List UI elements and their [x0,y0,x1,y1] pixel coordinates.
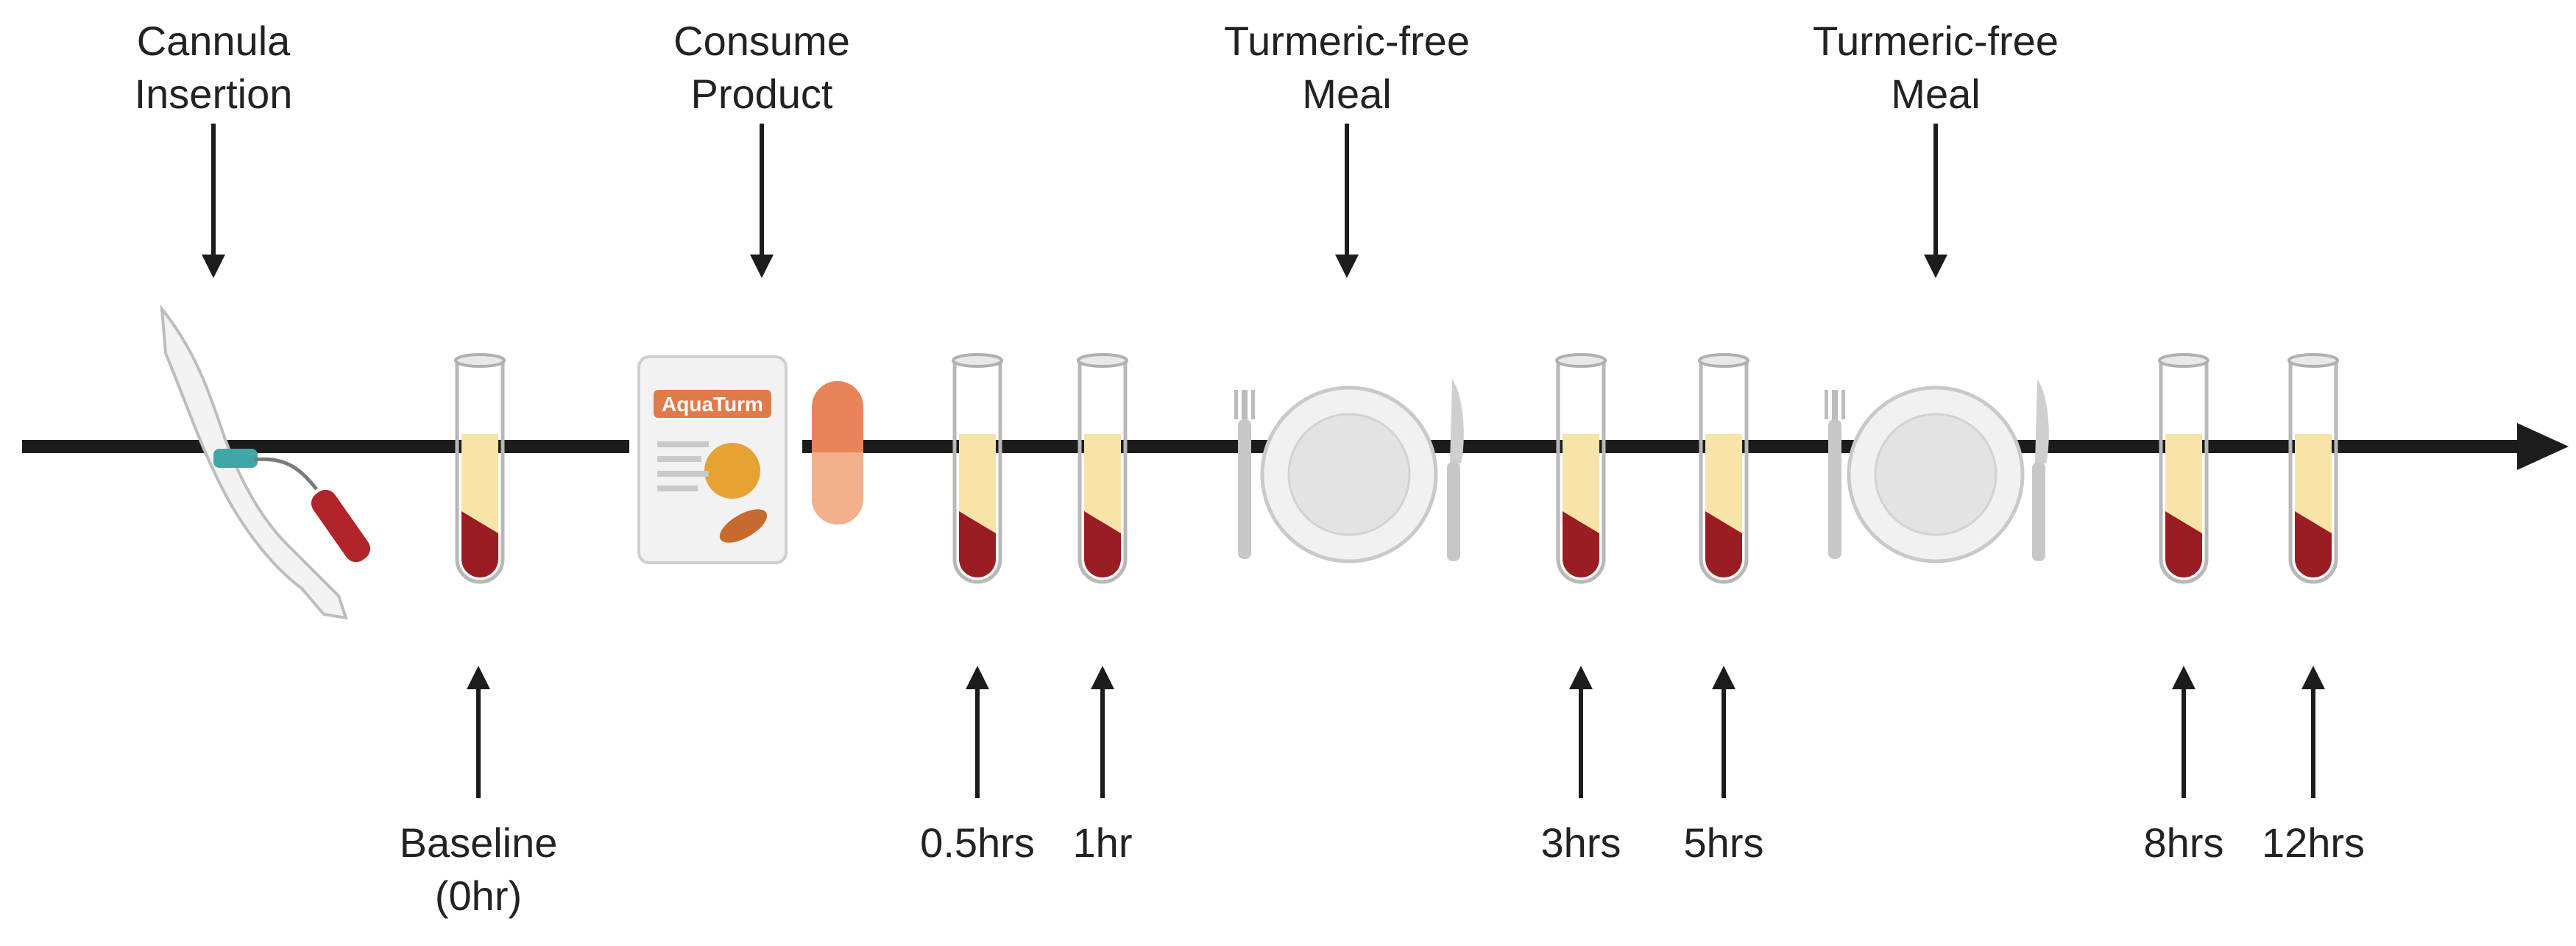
plate-icon [1847,385,2025,563]
sample-label-2-line-0: 0.5hrs [920,819,1035,866]
event-label-3-line-1: Meal [1302,71,1392,117]
sample-label-2: 0.5hrs [920,817,1035,869]
sample-label-6: 8hrs [2144,817,2224,869]
place-setting-2 [1825,379,2049,563]
blood-tube-icon [2287,353,2339,584]
event-label-4-line-1: Meal [1891,71,1981,117]
event-label-2-line-0: Consume [673,18,850,64]
sample-label-3-line-0: 1hr [1072,819,1133,866]
blood-tube-icon [952,353,1003,584]
sample-arrow-3 [1091,666,1114,798]
event-label-1-line-1: Insertion [134,71,293,117]
event-arrow-4 [1924,124,1947,278]
blood-tube-icon [1077,353,1128,584]
sample-label-1-line-1: (0hr) [434,872,523,919]
product-pack-icon: AquaTurm [637,355,788,564]
sample-arrow-5 [1712,666,1735,798]
blood-tube-icon [2158,353,2209,584]
event-label-1-line-0: Cannula [136,18,291,64]
sample-label-7: 12hrs [2262,817,2365,869]
event-arrow-3 [1335,124,1359,278]
blood-tube-icon [454,353,506,584]
place-setting-1 [1234,379,1464,563]
plate-icon [1260,385,1438,563]
sample-label-6-line-0: 8hrs [2143,819,2224,866]
event-label-3-line-0: Turmeric-free [1224,18,1470,64]
sample-arrow-4 [1569,666,1593,798]
knife-icon [2032,379,2049,561]
sample-arrow-6 [2172,666,2195,798]
fork-icon [1825,390,1845,559]
blood-tube-icon [1555,353,1607,584]
blood-tube-icon [1698,353,1749,584]
event-arrow-1 [202,124,225,278]
event-arrow-2 [750,124,774,278]
sample-label-7-line-0: 12hrs [2261,819,2366,866]
sample-label-1: Baseline (0hr) [400,817,558,922]
event-label-2-line-1: Product [690,71,833,117]
sample-label-3: 1hr [1073,817,1133,869]
product-brand: AquaTurm [662,393,763,416]
sample-arrow-7 [2301,666,2325,798]
sample-arrow-1 [467,666,490,798]
arm-cannula-icon [160,304,371,620]
fork-icon [1234,390,1255,559]
sample-label-1-line-0: Baseline [399,819,558,866]
sample-label-5: 5hrs [1684,817,1764,869]
sample-arrow-2 [966,666,989,798]
sample-label-4: 3hrs [1541,817,1621,869]
sample-label-5-line-0: 5hrs [1683,819,1764,866]
knife-icon [1447,379,1464,561]
capsule-icon [812,381,863,524]
event-label-4-line-0: Turmeric-free [1813,18,2059,64]
sample-label-4-line-0: 3hrs [1540,819,1621,866]
